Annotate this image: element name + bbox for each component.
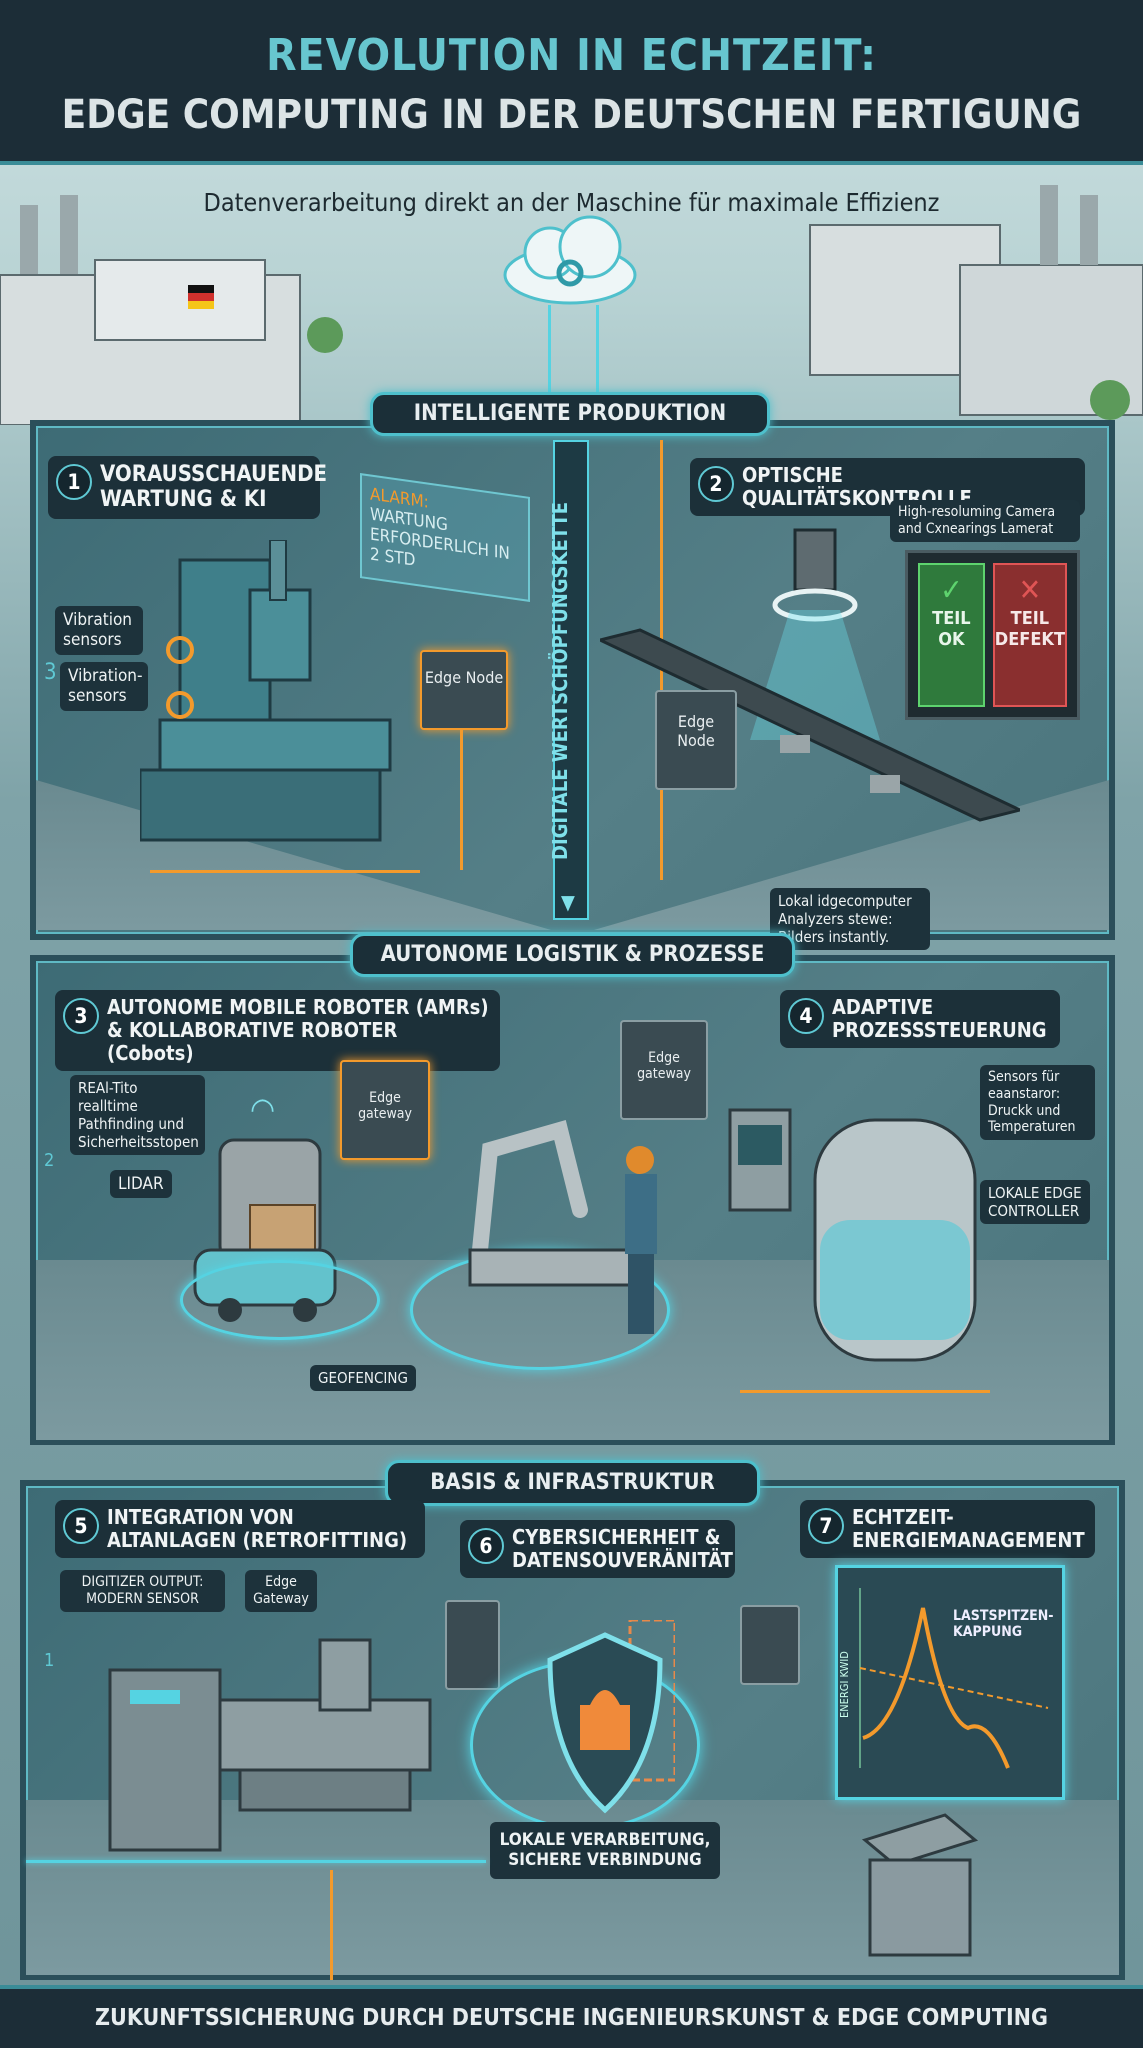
level2-title: AUTONOME LOGISTIK & PROZESSE [350, 933, 795, 977]
geofence-ring [180, 1260, 380, 1340]
edge-gateway-2: Edge gateway [620, 1020, 708, 1120]
cobot-workstation [468, 1120, 657, 1334]
data-wire [460, 730, 463, 870]
side-marker: 3 [44, 660, 57, 685]
cloud-gear-icon [503, 215, 637, 305]
pathfinding-label: REAl-Tito realltime Pathfinding und Sich… [70, 1075, 205, 1155]
edge-node-2: Edge Node [655, 690, 737, 790]
level1-title: INTELLIGENTE PRODUKTION [370, 392, 770, 436]
vibration-sensor-label-1: Vibration sensors [55, 606, 143, 655]
sensors-label: Sensors für eaanstaror: Druckk und Tempe… [980, 1065, 1095, 1141]
energy-chart-screen: ENERGI KWID LASTSPITZEN-KAPPUNG [835, 1565, 1065, 1800]
x-icon: ✕ [1018, 573, 1042, 608]
vibration-sensor-label-2: Vibration-sensors [60, 662, 148, 711]
data-wire [330, 1870, 333, 1980]
wifi-icon: ◠ [250, 1090, 276, 1128]
part-ok-panel: ✓TEIL OK [918, 563, 985, 707]
title-line1: REVOLUTION IN ECHTZEIT: [266, 30, 877, 81]
arrow-down-icon: ▼ [561, 890, 575, 914]
energy-meter-device [740, 1605, 800, 1685]
local-analysis-label: Lokal idgecomputer Analyzers stewe: Bild… [770, 888, 930, 950]
data-wire [150, 870, 420, 873]
side-marker: 1 [44, 1650, 55, 1671]
geofencing-label: GEOFENCING [310, 1365, 416, 1391]
germany-flag-icon [188, 285, 214, 309]
digitizer-label: DIGITIZER OUTPUT: MODERN SENSOR [60, 1570, 225, 1612]
footer-banner: ZUKUNFTSSICHERUNG DURCH DEUTSCHE INGENIE… [0, 1985, 1143, 2048]
peak-shaving-label: LASTSPITZEN-KAPPUNG [953, 1608, 1054, 1640]
factory-buildings [0, 185, 1143, 425]
retrofit-lathe [108, 1638, 432, 1852]
edge-controller-label: LOKALE EDGE CONTROLLER [980, 1180, 1090, 1224]
title-line2: EDGE COMPUTING IN DER DEUTSCHEN FERTIGUN… [61, 92, 1082, 138]
lidar-label: LIDAR [110, 1170, 172, 1199]
camera-label: High-resoluming Camera and Cxnearings La… [890, 500, 1080, 542]
local-processing-label: LOKALE VERARBEITUNG, SICHERE VERBINDUNG [490, 1822, 720, 1879]
shield-firewall-icon [547, 1620, 675, 1814]
process-tank [728, 1108, 977, 1362]
quality-display: ✓TEIL OK ✕TEIL DEFEKT [905, 550, 1080, 720]
subtitle: Datenverarbeitung direkt an der Maschine… [203, 188, 940, 217]
energy-axis-label: ENERGI KWID [838, 1651, 851, 1718]
check-icon: ✓ [940, 573, 963, 608]
data-wire-cyan [26, 1860, 486, 1863]
edge-node-1: Edge Node [420, 650, 508, 730]
data-wire [740, 1390, 990, 1393]
edge-gateway-label: Edge Gateway [245, 1570, 317, 1612]
spine-label: DIGITALE WERTSCHÖPFUNGSKETTE [548, 502, 572, 860]
part-defect-panel: ✕TEIL DEFEKT [992, 563, 1067, 707]
value-chain-spine [553, 440, 589, 920]
edge-gateway-1: Edge gateway [340, 1060, 430, 1160]
energy-peak-curve [859, 1588, 1049, 1769]
header: REVOLUTION IN ECHTZEIT: EDGE COMPUTING I… [0, 0, 1143, 165]
control-terminal [861, 1813, 979, 1957]
level3-title: BASIS & INFRASTRUKTUR [385, 1460, 760, 1506]
side-marker: 2 [44, 1150, 55, 1171]
milling-machine [140, 540, 392, 842]
edge-gateway-device [445, 1600, 500, 1690]
